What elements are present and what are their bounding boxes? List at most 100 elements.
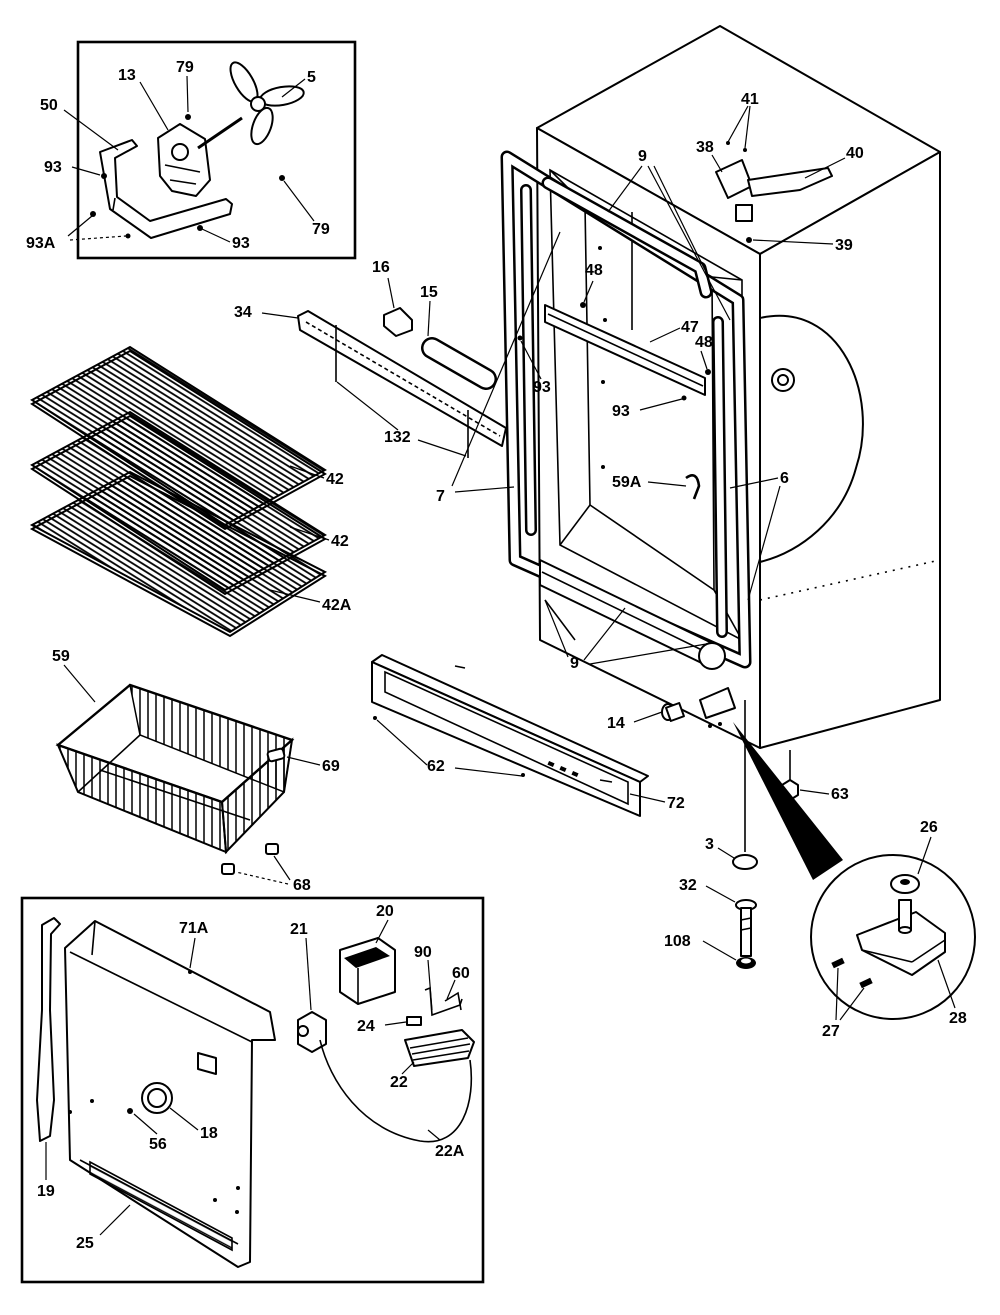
callout-16: 16 [372,259,390,276]
callout-59a: 59A [612,474,642,491]
screws [90,114,285,239]
callout-27: 27 [822,1023,840,1040]
callout-79: 79 [312,221,330,238]
callout-42a: 42A [322,597,352,614]
callout-3: 3 [705,836,714,853]
callout-28: 28 [949,1010,967,1027]
callout-42: 42 [331,533,349,550]
wire-shelves [29,345,328,638]
breaker-strip-top [541,176,713,299]
leader-lines [63,75,315,243]
callout-32: 32 [679,877,697,894]
callout-6: 6 [780,470,789,487]
callout-41: 41 [741,91,759,108]
leader-lines [45,919,456,1236]
callout-18: 18 [200,1125,218,1142]
callout-62: 62 [427,758,445,775]
cabinet-small-parts [517,246,711,500]
callout-93: 93 [44,159,62,176]
callout-48: 48 [695,334,713,351]
callout-108: 108 [664,933,691,950]
shelf-rail [544,304,706,396]
callout-26: 26 [920,819,938,836]
callout-21: 21 [290,921,308,938]
screws [68,970,240,1214]
callout-20: 20 [376,903,394,920]
callout-93a: 93A [26,235,56,252]
callout-59: 59 [52,648,70,665]
callout-25: 25 [76,1235,94,1252]
thermostat [297,1011,327,1053]
callout-14: 14 [607,715,625,732]
callout-34: 34 [234,304,252,321]
callout-50: 50 [40,97,58,114]
callout-72: 72 [667,795,685,812]
callout-13: 13 [118,67,136,84]
callout-9: 9 [638,148,647,165]
terminal-block [383,307,413,337]
callout-48: 48 [585,262,603,279]
hinge-detail [733,722,976,1020]
hinge-screw [831,957,845,969]
leveling-leg [732,854,758,969]
callout-90: 90 [414,944,432,961]
freezer-basket [55,683,295,875]
callout-63: 63 [831,786,849,803]
motor-bracket [99,139,233,239]
indicator-window [197,1052,217,1075]
thermostat-cover [339,937,396,1005]
callout-24: 24 [357,1018,375,1035]
toe-grille [371,654,649,817]
fan-motor-inset: 13 79 5 50 93 93A 93 79 [26,40,357,260]
inset-frame [20,896,485,1284]
callout-7: 7 [436,488,445,505]
hinge-pin [898,899,912,931]
heater-clip [406,1016,422,1026]
callout-9: 9 [570,655,579,672]
callout-79: 79 [176,59,194,76]
leader-lines [63,105,956,1021]
callout-42: 42 [326,471,344,488]
fan-blade [229,61,305,146]
control-panel-inset: 71A 21 20 90 60 24 22 18 56 19 22A 25 [20,896,485,1284]
callout-5: 5 [307,69,316,86]
callout-93: 93 [612,403,630,420]
motor-shaft [197,116,243,150]
vent-slots [79,1159,239,1252]
basket-foot [221,863,235,875]
callout-40: 40 [846,145,864,162]
callout-93: 93 [533,379,551,396]
callout-47: 47 [681,319,699,336]
hook-59a [685,474,701,500]
callout-15: 15 [420,284,438,301]
inset-frame [76,40,357,260]
defrost-tube [421,337,497,390]
callout-71a: 71A [179,920,209,937]
callout-56: 56 [149,1136,167,1153]
callout-93: 93 [232,235,250,252]
heater-wire [319,1039,473,1143]
hinge-detail-callouts: 26 27 28 [822,819,967,1040]
callout-39: 39 [835,237,853,254]
callout-19: 19 [37,1183,55,1200]
callout-69: 69 [322,758,340,775]
basket-foot [265,843,279,855]
callout-68: 68 [293,877,311,894]
detail-pointer [733,722,843,880]
heater-bracket [424,986,463,1017]
callout-132: 132 [384,429,411,446]
cabinet-callouts: 9 41 38 40 39 16 15 48 34 47 48 93 93 13… [52,91,864,950]
breaker-strip-bottom [539,559,726,670]
bracket-clip [444,991,462,1011]
hinge-screw [859,977,873,989]
callout-60: 60 [452,965,470,982]
evaporator-cover [297,310,507,458]
heater [404,1029,475,1067]
liner-side-tubes [520,184,728,638]
wire-shelf [29,470,328,638]
basket-handle [266,747,286,763]
trim-strip [36,917,61,1142]
callout-38: 38 [696,139,714,156]
